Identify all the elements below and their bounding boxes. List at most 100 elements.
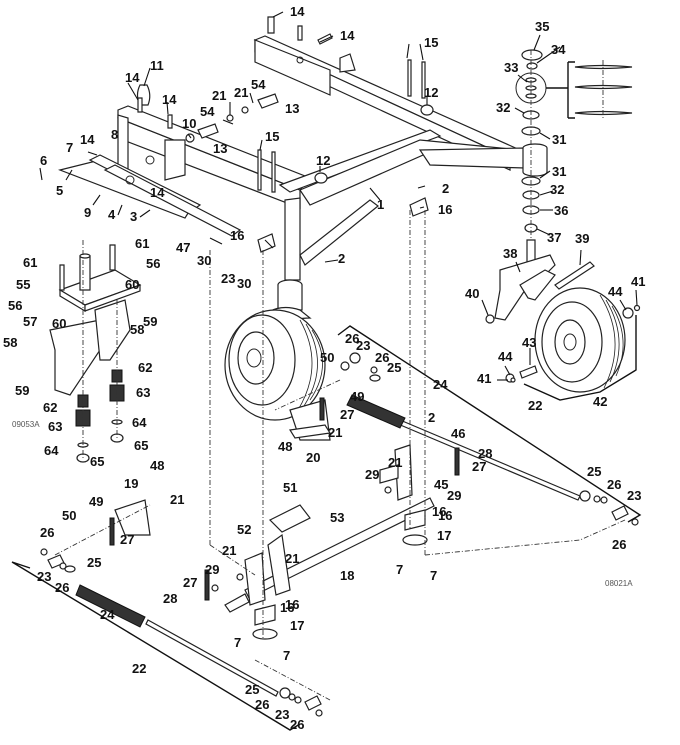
callout-label: 46	[451, 426, 465, 441]
callout-label: 7	[283, 648, 290, 663]
callout-label: 18	[340, 568, 354, 583]
callout-label: 7	[234, 635, 241, 650]
callout-label: 21	[222, 543, 236, 558]
callout-label: 26	[607, 477, 621, 492]
callout-label: 29	[447, 488, 461, 503]
callout-label: 26	[55, 580, 69, 595]
callout-label: 21	[328, 425, 342, 440]
callout-label: 27	[120, 532, 134, 547]
callout-label: 9	[84, 205, 91, 220]
callout-label: 5	[56, 183, 63, 198]
callout-label: 21	[285, 551, 299, 566]
callout-label: 59	[143, 314, 157, 329]
left-caster-wheel	[224, 279, 326, 421]
callout-label: 57	[23, 314, 37, 329]
callout-label: 38	[503, 246, 517, 261]
callout-label: 29	[365, 467, 379, 482]
hitch-bars	[58, 154, 242, 237]
callout-label: 17	[290, 618, 304, 633]
callout-label: 7	[430, 568, 437, 583]
callout-label: 3	[130, 209, 137, 224]
callout-label: 56	[8, 298, 22, 313]
callout-label: 14	[340, 28, 355, 43]
callout-label: 56	[146, 256, 160, 271]
callout-label: 65	[90, 454, 104, 469]
top-hardware	[136, 16, 434, 193]
callout-label: 32	[496, 100, 510, 115]
callout-label: 35	[535, 19, 549, 34]
callout-label: 64	[44, 443, 59, 458]
figure-code-main: 08021A	[605, 579, 633, 588]
callout-label: 21	[234, 85, 248, 100]
callout-label: 13	[213, 141, 227, 156]
callout-label: 27	[183, 575, 197, 590]
callout-label: 8	[111, 127, 118, 142]
callout-label: 50	[62, 508, 76, 523]
callout-label: 16	[280, 600, 294, 615]
callout-label: 30	[237, 276, 251, 291]
callout-label: 20	[306, 450, 320, 465]
callout-label: 61	[23, 255, 37, 270]
callout-label: 23	[275, 707, 289, 722]
callout-label: 15	[424, 35, 438, 50]
callout-label: 45	[434, 477, 448, 492]
callout-label: 11	[150, 58, 164, 73]
callout-label: 1	[377, 197, 384, 212]
callout-label: 10	[182, 116, 196, 131]
callout-label: 32	[550, 182, 564, 197]
callout-label: 19	[124, 476, 138, 491]
callout-label: 16	[230, 228, 244, 243]
callout-label: 7	[396, 562, 403, 577]
callout-label: 21	[170, 492, 184, 507]
callout-label: 48	[150, 458, 164, 473]
callout-label: 48	[278, 439, 292, 454]
callout-label: 63	[136, 385, 150, 400]
callout-label: 49	[350, 389, 364, 404]
callout-label: 60	[125, 277, 139, 292]
callout-label: 22	[528, 398, 542, 413]
callout-label: 16	[285, 597, 299, 612]
right-caster-stack	[485, 49, 641, 401]
callout-label: 21	[212, 88, 226, 103]
callout-label: 24	[100, 607, 115, 622]
callout-label: 59	[15, 383, 29, 398]
linkage-assembly	[11, 197, 642, 731]
callout-label: 31	[552, 132, 566, 147]
callout-label: 16	[432, 504, 446, 519]
callout-label: 65	[134, 438, 148, 453]
callout-label: 49	[89, 494, 103, 509]
callout-label: 28	[163, 591, 177, 606]
callout-label: 26	[40, 525, 54, 540]
callout-label: 16	[438, 202, 452, 217]
callout-label: 41	[631, 274, 645, 289]
callout-label: 54	[251, 77, 266, 92]
callout-label: 24	[433, 377, 448, 392]
callout-label: 23	[221, 271, 235, 286]
callout-label: 53	[330, 510, 344, 525]
callout-label: 7	[66, 140, 73, 155]
callout-label: 30	[197, 253, 211, 268]
callout-label: 25	[387, 360, 401, 375]
callout-label: 14	[125, 70, 140, 85]
callout-label: 23	[37, 569, 51, 584]
callout-label: 14	[150, 185, 165, 200]
callout-label: 40	[465, 286, 479, 301]
callout-label: 58	[130, 322, 144, 337]
callout-label: 23	[627, 488, 641, 503]
callout-label: 27	[472, 459, 486, 474]
callout-label: 15	[265, 129, 279, 144]
callout-label: 60	[52, 316, 66, 331]
callout-label: 4	[108, 207, 116, 222]
callout-label: 26	[612, 537, 626, 552]
callout-label: 2	[428, 410, 435, 425]
callout-label: 17	[437, 528, 451, 543]
callout-label: 52	[237, 522, 251, 537]
callout-label: 23	[356, 338, 370, 353]
callout-label: 12	[316, 153, 330, 168]
callout-label: 41	[477, 371, 491, 386]
callout-labels: 14 14 14 14 14 14 11 15 15 12 12 21 21 5…	[3, 4, 645, 732]
main-frame	[117, 35, 548, 281]
callout-label: 37	[547, 230, 561, 245]
callout-label: 43	[522, 335, 536, 350]
